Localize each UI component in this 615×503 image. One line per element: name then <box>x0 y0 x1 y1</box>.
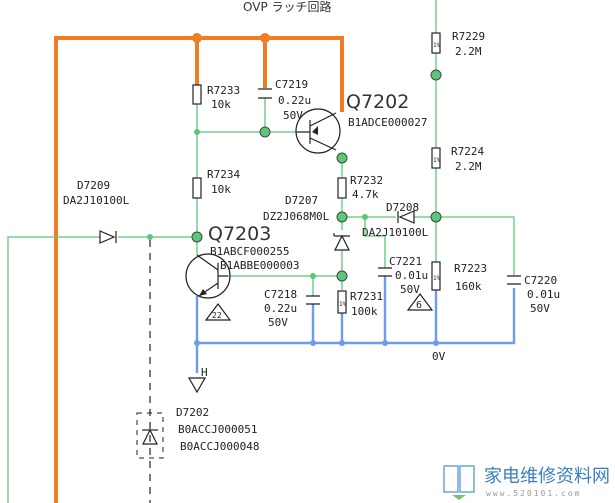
c7219-ref: C7219 <box>275 78 308 91</box>
svg-text:22: 22 <box>212 311 222 320</box>
r7231-ref: R7231 <box>350 290 383 303</box>
c7221-value: 0.01u <box>395 269 428 282</box>
zener-d7207 <box>333 233 350 251</box>
q7203-ref: Q7203 <box>208 223 271 245</box>
d7209-part: DA2J10100L <box>63 194 130 207</box>
marker-6: 6 <box>406 293 434 311</box>
r7224-ref: R7224 <box>451 145 484 158</box>
r7229-ref: R7229 <box>452 30 485 43</box>
zero-volt-label: 0V <box>432 350 446 363</box>
q7202-ref: Q7202 <box>346 91 409 113</box>
c7220-ref: C7220 <box>524 274 557 287</box>
watermark-name: 家电维修资料网 <box>484 466 610 487</box>
ground-label: H <box>201 366 208 379</box>
watermark-url: www.520101.com <box>486 489 581 498</box>
r7223-ref: R7223 <box>454 262 487 275</box>
r7231-value: 100k <box>351 305 378 318</box>
capacitor-c7221 <box>378 267 392 277</box>
junction-nodes <box>147 69 442 282</box>
c7220-value: 0.01u <box>527 288 560 301</box>
d7202-part1: B0ACCJ000051 <box>178 423 257 436</box>
r7223-value: 160k <box>455 280 482 293</box>
svg-text:1%: 1% <box>339 301 347 308</box>
c7218-voltage: 50V <box>268 316 288 329</box>
d7208-ref: D7208 <box>386 201 419 214</box>
resistor-r7234 <box>192 177 202 199</box>
r7233-ref: R7233 <box>207 84 240 97</box>
svg-text:1%: 1% <box>433 275 441 282</box>
d7202-part2: B0ACCJ000048 <box>180 440 259 453</box>
resistor-r7224: 1% <box>431 147 441 169</box>
transistor-q7203 <box>185 253 231 299</box>
capacitor-c7220 <box>507 275 521 285</box>
ground-net <box>194 276 516 373</box>
marker-22: 22 <box>204 303 232 321</box>
svg-text:1%: 1% <box>433 42 441 49</box>
q7202-part: B1ADCE000027 <box>348 116 427 129</box>
diode-d7208 <box>397 210 415 224</box>
transistor-q7202 <box>295 108 341 154</box>
d7208-part: DA2J10100L <box>362 226 429 239</box>
supply-net <box>54 33 344 503</box>
watermark-logo: 家电维修资料网 www.520101.com <box>443 465 610 500</box>
resistor-r7229: 1% <box>431 32 441 54</box>
c7221-ref: C7221 <box>389 255 422 268</box>
r7232-ref: R7232 <box>350 174 383 187</box>
r7234-ref: R7234 <box>207 168 240 181</box>
d7207-part: DZ2J068M0L <box>263 210 330 223</box>
c7220-voltage: 50V <box>530 302 550 315</box>
q7203-part1: B1ABCF000255 <box>210 245 289 258</box>
r7233-value: 10k <box>211 98 231 111</box>
svg-text:6: 6 <box>416 300 422 311</box>
c7221-voltage: 50V <box>400 283 420 296</box>
r7224-value: 2.2M <box>455 160 482 173</box>
q7203-part2: B1ABBE000003 <box>220 259 299 272</box>
r7234-value: 10k <box>211 183 231 196</box>
svg-text:1%: 1% <box>433 157 441 164</box>
c7219-voltage: 50V <box>283 109 303 122</box>
r7232-value: 4.7k <box>352 188 379 201</box>
diagram-title: OVP ラッチ回路 <box>243 0 332 14</box>
d7202-ref: D7202 <box>176 406 209 419</box>
diode-d7209 <box>99 230 117 244</box>
capacitor-c7218 <box>306 295 320 305</box>
r7229-value: 2.2M <box>455 45 482 58</box>
resistor-r7232 <box>337 177 347 199</box>
capacitor-c7219 <box>258 88 272 99</box>
ground-symbol <box>187 377 207 394</box>
c7218-ref: C7218 <box>264 288 297 301</box>
d7207-ref: D7207 <box>285 194 318 207</box>
zener-d7202 <box>136 412 164 459</box>
c7218-value: 0.22u <box>264 302 297 315</box>
resistor-r7233 <box>192 84 202 105</box>
resistor-r7223: 1% <box>431 261 441 291</box>
resistor-r7231: 1% <box>337 290 347 314</box>
d7209-ref: D7209 <box>77 179 110 192</box>
c7219-value: 0.22u <box>278 94 311 107</box>
